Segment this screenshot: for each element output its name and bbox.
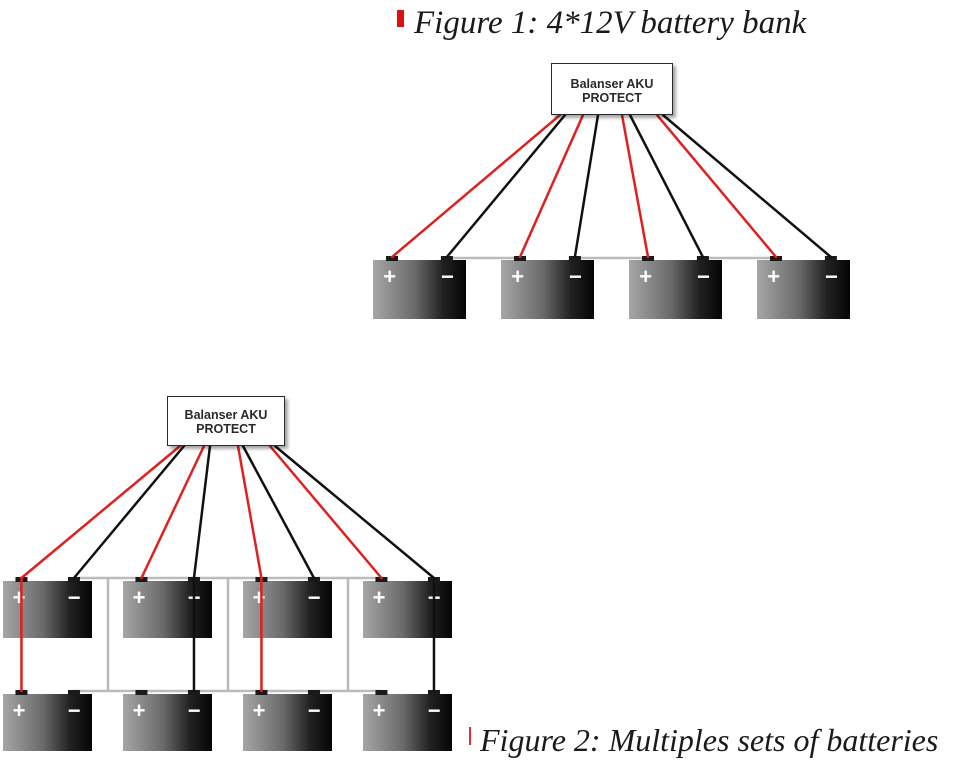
positive-wire [518, 113, 585, 259]
minus-symbol: − [68, 698, 81, 723]
plus-symbol: + [511, 264, 524, 289]
batteries: +−+−+−+−+−+−+−+−+−+−+−+− [3, 256, 850, 751]
minus-symbol: − [68, 585, 81, 610]
battery-body [3, 694, 92, 751]
battery-body [363, 694, 452, 751]
battery-body [243, 694, 332, 751]
negative-terminal [824, 256, 837, 261]
negative-terminal [307, 577, 320, 582]
negative-wire [661, 113, 833, 259]
battery-fig1-3: +− [629, 256, 722, 319]
positive-wire [140, 444, 206, 580]
positive-terminal [255, 690, 268, 695]
battery-body [243, 581, 332, 638]
plus-symbol: + [373, 698, 386, 723]
battery-body [757, 260, 850, 319]
balancer-box-1-line2: PROTECT [582, 91, 642, 105]
positive-terminal [386, 256, 399, 261]
minus-symbol: − [308, 698, 321, 723]
battery-fig2-bottom-1: +− [3, 690, 92, 751]
battery-fig1-2: +− [501, 256, 594, 319]
plus-symbol: + [253, 698, 266, 723]
positive-terminal [770, 256, 783, 261]
negative-wire [445, 113, 567, 259]
positive-wire [268, 444, 383, 580]
positive-terminal [135, 690, 148, 695]
battery-fig2-bottom-4: +− [363, 690, 452, 751]
positive-wire [655, 113, 778, 259]
negative-terminal [187, 690, 200, 695]
battery-fig2-bottom-2: +− [123, 690, 212, 751]
negative-terminal [696, 256, 709, 261]
plus-symbol: + [133, 698, 146, 723]
battery-fig2-top-1: +− [3, 577, 92, 638]
plus-symbol: + [13, 585, 26, 610]
negative-terminal [440, 256, 453, 261]
figure-1-caption: Figure 1: 4*12V battery bank [414, 5, 807, 41]
plus-symbol: + [13, 698, 26, 723]
positive-terminal [642, 256, 655, 261]
balancer-box-1-line1: Balanser AKU [570, 77, 654, 91]
minus-symbol: − [428, 698, 441, 723]
positive-wire [20, 444, 182, 580]
minus-symbol: − [697, 264, 710, 289]
caption-marker [469, 727, 471, 745]
battery-body [373, 260, 466, 319]
balancer-box-2-line2: PROTECT [196, 422, 256, 436]
battery-body [629, 260, 722, 319]
battery-body [123, 694, 212, 751]
minus-symbol: − [308, 585, 321, 610]
positive-terminal [135, 577, 148, 582]
battery-body [363, 581, 452, 638]
battery-body [501, 260, 594, 319]
battery-body [123, 581, 212, 638]
caption-marker [397, 10, 404, 27]
minus-symbol: − [441, 264, 454, 289]
balancer-box-1: Balanser AKU PROTECT [551, 63, 673, 115]
negative-wire [573, 113, 600, 259]
balancer-box-2-line1: Balanser AKU [184, 408, 268, 422]
negative-wire [72, 444, 186, 580]
positive-terminal [375, 690, 388, 695]
positive-terminal [375, 577, 388, 582]
negative-terminal [67, 577, 80, 582]
plus-symbol: + [639, 264, 652, 289]
negative-wire [628, 113, 705, 259]
positive-wire [236, 444, 263, 580]
negative-terminal [67, 690, 80, 695]
battery-fig1-4: +− [757, 256, 850, 319]
balancer-wires [20, 113, 833, 693]
plus-symbol: + [383, 264, 396, 289]
minus-symbol: − [188, 698, 201, 723]
link-wires [72, 256, 778, 693]
negative-wire [192, 444, 212, 580]
battery-fig2-bottom-3: +− [243, 690, 332, 751]
negative-terminal [307, 690, 320, 695]
negative-terminal [427, 690, 440, 695]
battery-fig2-top-3: +− [243, 577, 332, 638]
negative-terminal [568, 256, 581, 261]
positive-wire [620, 113, 650, 259]
plus-symbol: + [253, 585, 266, 610]
battery-fig2-top-2: +− [123, 577, 212, 638]
positive-terminal [15, 690, 28, 695]
battery-fig1-1: +− [373, 256, 466, 319]
positive-wire [390, 113, 562, 259]
plus-symbol: + [373, 585, 386, 610]
battery-body [3, 581, 92, 638]
positive-terminal [514, 256, 527, 261]
plus-symbol: + [767, 264, 780, 289]
balancer-box-2: Balanser AKU PROTECT [167, 396, 285, 446]
minus-symbol: − [825, 264, 838, 289]
negative-wire [273, 444, 436, 580]
minus-symbol: − [569, 264, 582, 289]
battery-fig2-top-4: +− [363, 577, 452, 638]
negative-wire [241, 444, 316, 580]
figure-2-caption: Figure 2: Multiples sets of batteries [480, 722, 939, 758]
plus-symbol: + [133, 585, 146, 610]
